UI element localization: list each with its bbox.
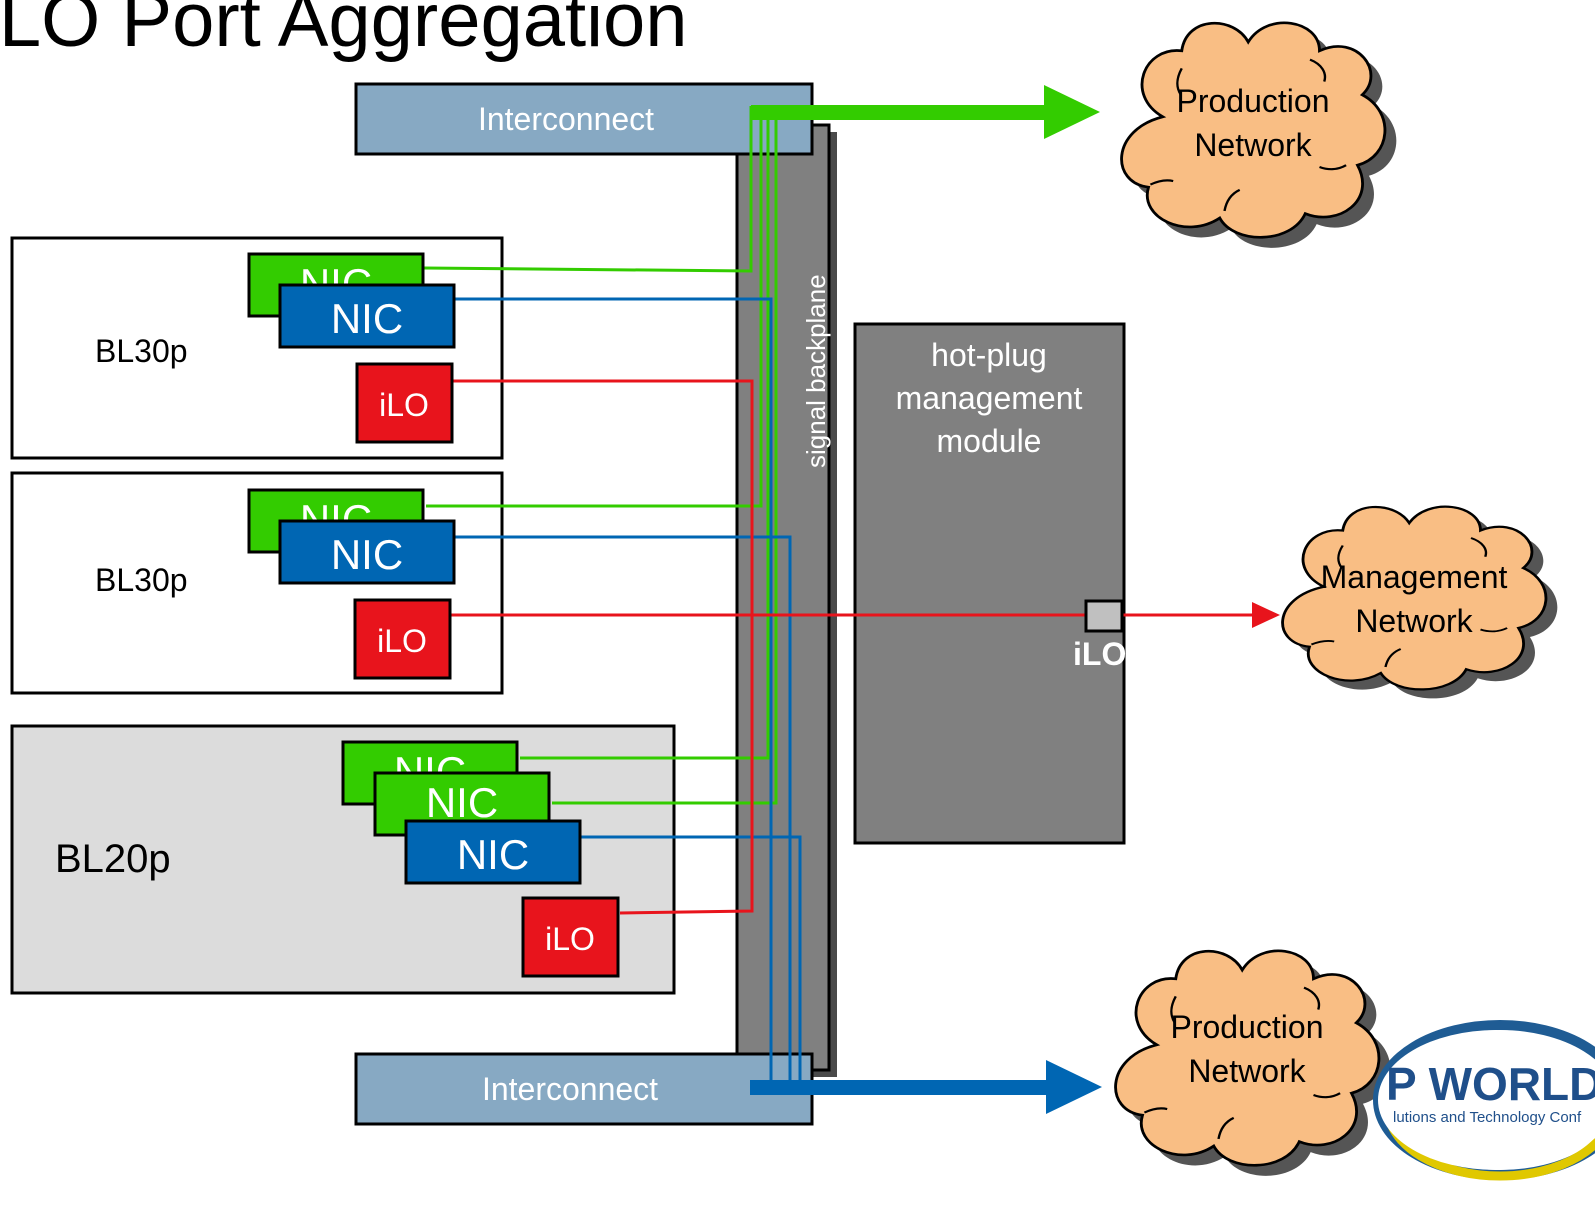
production-bottom-line2: Network: [1188, 1053, 1306, 1089]
mgmt-line2: management: [896, 380, 1083, 416]
blade2-nic-front-label: NIC: [331, 531, 403, 578]
blade-label-1: BL30p: [95, 333, 188, 369]
backplane-label: signal backplane: [801, 274, 831, 468]
blade2-ilo-label: iLO: [377, 623, 427, 659]
blade1-nic-front: [278, 283, 456, 349]
interconnect-top: [354, 82, 814, 156]
management-line2: Network: [1355, 603, 1473, 639]
mgmt-line1: hot-plug: [931, 337, 1047, 373]
interconnect-bottom-label: Interconnect: [482, 1071, 658, 1107]
slide-title: iLO Port Aggregation: [0, 0, 688, 63]
red-wires: [450, 379, 1255, 915]
blade3-nic-front: [404, 819, 582, 885]
logo-text: P WORLD: [1386, 1058, 1595, 1110]
production-top-line1: Production: [1177, 83, 1330, 119]
hp-world-logo: P WORLD lutions and Technology Conf: [1373, 1020, 1595, 1181]
mgmt-module: [853, 322, 1126, 845]
mgmt-line3: module: [937, 423, 1042, 459]
blade1-ilo-label: iLO: [379, 387, 429, 423]
blade1-ilo: [355, 362, 454, 444]
blade3-nic-front-label: NIC: [457, 831, 529, 878]
blade3-ilo-label: iLO: [545, 921, 595, 957]
blade3-nic-mid-label: NIC: [426, 779, 498, 826]
mgmt-ilo-label: iLO: [1073, 636, 1126, 672]
interconnect-top-label: Interconnect: [478, 101, 654, 137]
production-trunk-bottom: [750, 1080, 1048, 1095]
management-line1: Management: [1321, 559, 1508, 595]
production-trunk-top: [751, 105, 1046, 120]
blade3-ilo: [521, 896, 620, 978]
blade2-nic-front: [278, 519, 456, 585]
production-arrow-bottom: [1046, 1060, 1102, 1114]
production-arrow-top: [1044, 85, 1100, 139]
green-wires: [423, 106, 778, 805]
production-top-line2: Network: [1194, 127, 1312, 163]
production-bottom-line1: Production: [1171, 1009, 1324, 1045]
management-arrow: [1252, 602, 1280, 628]
blue-wires: [454, 297, 802, 1080]
logo-tagline: lutions and Technology Conf: [1393, 1109, 1582, 1126]
blade-label-3: BL20p: [55, 837, 171, 881]
blade2-ilo: [353, 598, 452, 680]
mgmt-ilo-port: [1084, 599, 1124, 633]
blade1-nic-front-label: NIC: [331, 295, 403, 342]
blade-label-2: BL30p: [95, 562, 188, 598]
